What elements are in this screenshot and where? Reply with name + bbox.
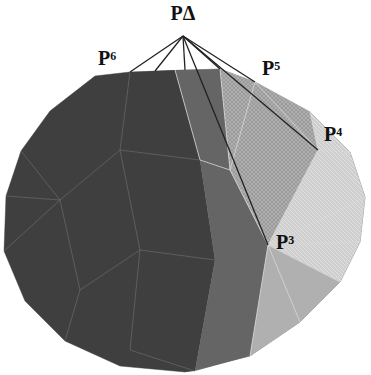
vertex-label: P⁶ (98, 48, 116, 68)
polyhedron-body (4, 69, 365, 372)
vertex-label: P³ (276, 232, 294, 252)
apex-label: PΔ (171, 3, 196, 23)
facet-edges (175, 69, 365, 356)
vertex-label: P⁴ (324, 124, 342, 144)
light-facets (250, 245, 340, 356)
vertex-label: P⁵ (262, 58, 280, 78)
apex-lines (130, 36, 318, 245)
dark-facets (4, 70, 215, 372)
facet-edges (4, 72, 215, 371)
